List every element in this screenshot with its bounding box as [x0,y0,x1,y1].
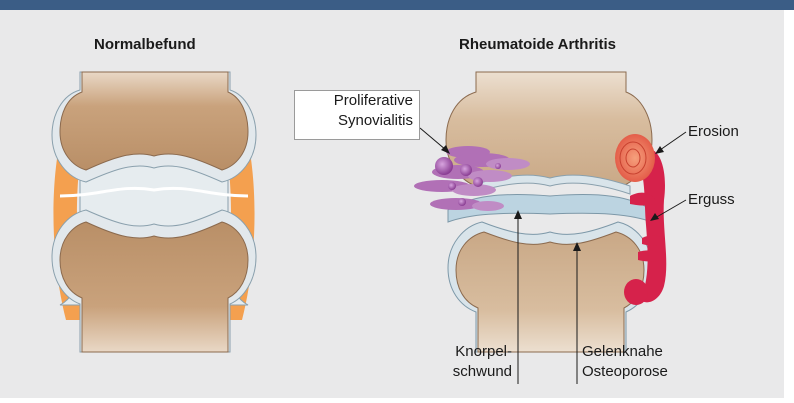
ra-joint [414,72,666,352]
label-osteo-line1: Gelenknahe [582,342,663,361]
title-normal: Normalbefund [94,36,196,53]
label-osteo-line2: Osteoporose [582,362,668,381]
label-synovialitis-line2: Synovialitis [295,111,419,131]
title-rheumatoid-arthritis: Rheumatoide Arthritis [459,36,616,53]
label-erosion: Erosion [688,122,739,141]
label-knorpel-line2: schwund [436,362,512,381]
label-erguss: Erguss [688,190,735,209]
label-synovialitis-line1: Proliferative [295,91,419,111]
normal-joint [52,72,256,352]
label-synovialitis: Proliferative Synovialitis [294,90,420,140]
erosion-focus [615,134,655,182]
label-knorpel-line1: Knorpel- [436,342,512,361]
